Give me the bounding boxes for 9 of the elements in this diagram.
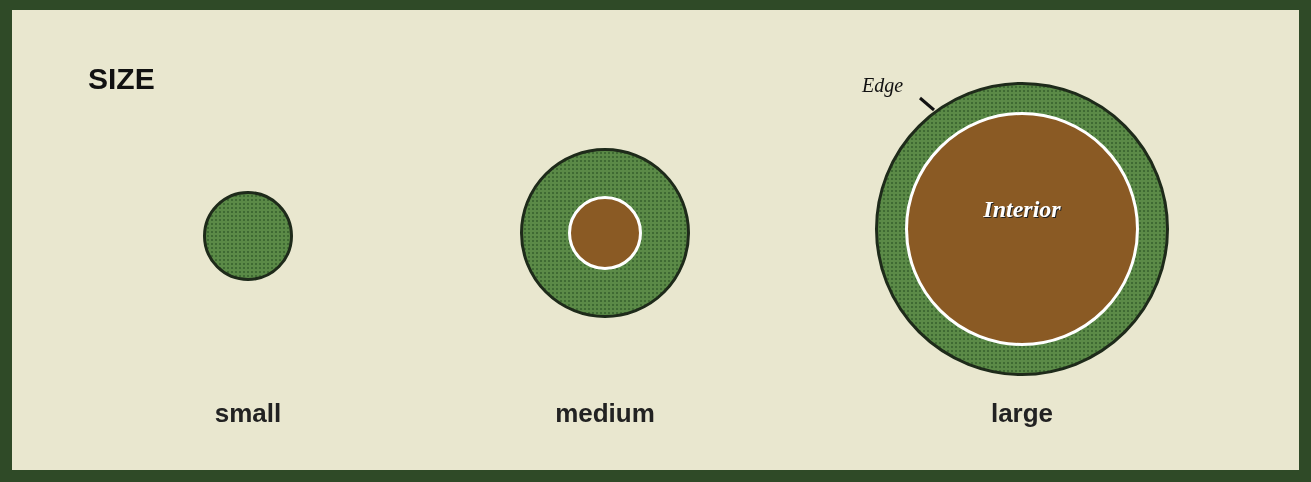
size-label: small bbox=[213, 398, 283, 429]
edge-label: Edge bbox=[862, 74, 904, 97]
interior-area bbox=[905, 112, 1139, 346]
size-label: medium bbox=[554, 398, 656, 429]
size-label: large bbox=[989, 398, 1055, 429]
heading: SIZE bbox=[88, 62, 155, 96]
interior-area bbox=[568, 196, 642, 270]
area-label: Interior bbox=[983, 195, 1061, 223]
leader-line bbox=[919, 96, 935, 112]
